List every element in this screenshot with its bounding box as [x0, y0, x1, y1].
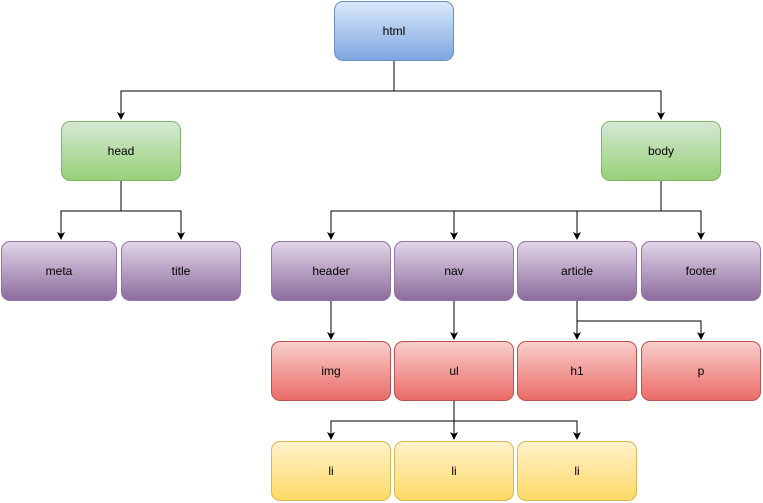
node-li-2-label: li [451, 464, 457, 478]
node-head: head [61, 121, 181, 181]
edge-body-footer [661, 210, 705, 240]
edge-body-article [573, 210, 661, 240]
node-nav-label: nav [444, 264, 464, 278]
node-body: body [601, 121, 721, 181]
edge-html-head [117, 61, 395, 120]
edge-ul-li-1 [327, 401, 455, 440]
node-header-label: header [312, 264, 350, 278]
node-head-label: head [107, 144, 135, 158]
node-ul-label: ul [449, 364, 459, 378]
node-h1: h1 [517, 341, 637, 401]
node-p: p [641, 341, 761, 401]
node-p-label: p [697, 364, 705, 378]
node-title: title [121, 241, 241, 301]
node-article: article [517, 241, 637, 301]
edge-article-p [577, 320, 705, 340]
node-nav: nav [394, 241, 514, 301]
edge-head-meta [57, 181, 122, 240]
node-li-2: li [394, 441, 514, 501]
node-header: header [271, 241, 391, 301]
node-li-1-label: li [328, 464, 334, 478]
edge-html-body [393, 61, 665, 120]
edge-body-header [327, 181, 662, 240]
edge-ul-li-3 [454, 420, 581, 440]
node-title-label: title [171, 264, 191, 278]
edge-head-title [120, 181, 185, 240]
node-li-1: li [271, 441, 391, 501]
node-h1-label: h1 [570, 364, 584, 378]
node-article-label: article [560, 264, 593, 278]
node-footer: footer [641, 241, 761, 301]
node-html: html [334, 1, 454, 61]
node-img: img [271, 341, 391, 401]
node-meta-label: meta [45, 264, 73, 278]
node-html-label: html [382, 24, 406, 38]
node-meta: meta [1, 241, 117, 301]
edge-body-nav [450, 210, 661, 240]
node-footer-label: footer [685, 264, 717, 278]
node-body-label: body [647, 144, 675, 158]
node-ul: ul [394, 341, 514, 401]
node-li-3: li [517, 441, 637, 501]
node-img-label: img [321, 364, 341, 378]
node-li-3-label: li [574, 464, 580, 478]
